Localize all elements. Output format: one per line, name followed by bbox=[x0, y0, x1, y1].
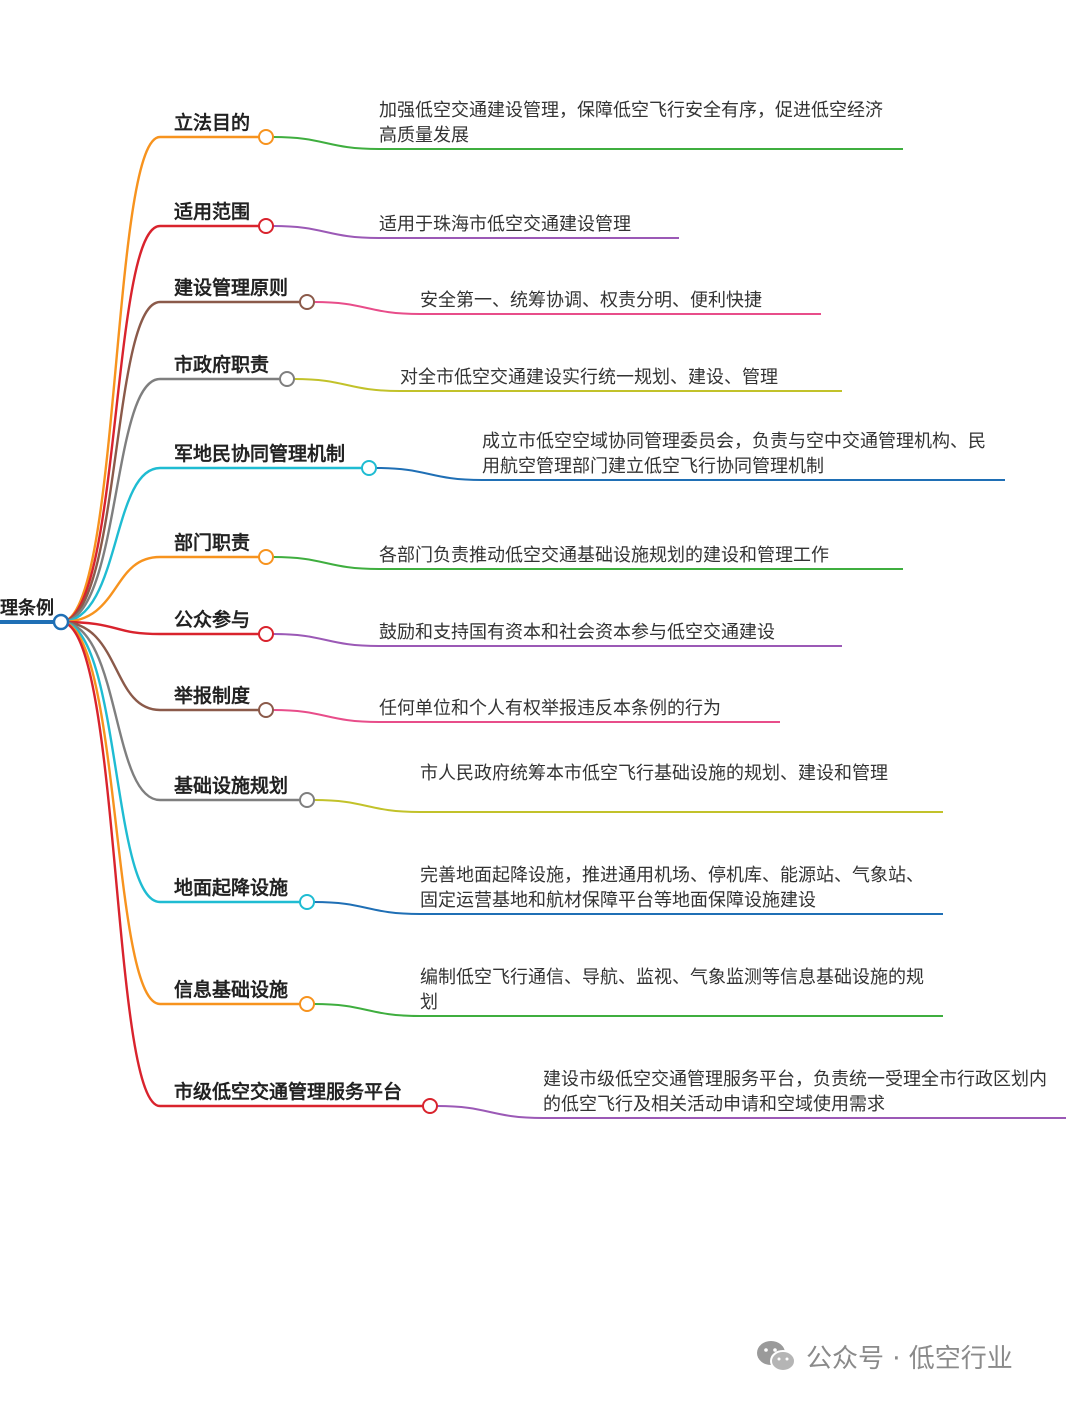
branch-node[interactable] bbox=[361, 460, 377, 476]
branch-connector bbox=[60, 377, 281, 624]
branch-node[interactable] bbox=[258, 218, 274, 234]
leaf-connector bbox=[272, 225, 679, 239]
watermark-text: 公众号 · 低空行业 bbox=[806, 1344, 1013, 1374]
branch-node[interactable] bbox=[258, 129, 274, 145]
branch-connector bbox=[60, 620, 260, 636]
branch-connector bbox=[60, 300, 301, 624]
branch-connector bbox=[60, 620, 260, 712]
branch-node[interactable] bbox=[299, 894, 315, 910]
leaf-connector bbox=[436, 1105, 1066, 1119]
branch-label[interactable]: 立法目的 bbox=[174, 112, 251, 134]
leaf-text: 市人民政府统筹本市低空飞行基础设施的规划、建设和管理 bbox=[420, 763, 888, 784]
branch-label[interactable]: 建设管理原则 bbox=[174, 277, 289, 299]
branch-connector bbox=[60, 135, 260, 624]
branch-connector bbox=[60, 620, 301, 904]
branch-node[interactable] bbox=[299, 792, 315, 808]
leaf-connector bbox=[272, 556, 903, 570]
branch-connector bbox=[60, 224, 260, 624]
branch-connector bbox=[60, 620, 424, 1108]
wechat-icon bbox=[757, 1340, 796, 1372]
branch-node[interactable] bbox=[258, 626, 274, 642]
leaf-connector bbox=[272, 709, 780, 723]
leaf-connector bbox=[272, 136, 903, 150]
leaf-text: 任何单位和个人有权举报违反本条例的行为 bbox=[379, 698, 721, 719]
branch-label[interactable]: 市政府职责 bbox=[174, 354, 270, 376]
branch-connector bbox=[60, 620, 301, 802]
branch-label[interactable]: 地面起降设施 bbox=[174, 877, 289, 899]
branch-label[interactable]: 公众参与 bbox=[174, 609, 251, 631]
root-node[interactable] bbox=[52, 613, 70, 631]
leaf-connector bbox=[313, 799, 943, 813]
root-node-label: 理条例 bbox=[0, 598, 54, 619]
leaf-text: 建设市级低空交通管理服务平台，负责统一受理全市行政区划内的低空飞行及相关活动申请… bbox=[543, 1069, 1047, 1115]
leaf-connector bbox=[313, 901, 943, 915]
leaf-connector bbox=[375, 467, 1005, 481]
leaf-text: 各部门负责推动低空交通基础设施规划的建设和管理工作 bbox=[379, 545, 829, 566]
leaf-text: 适用于珠海市低空交通建设管理 bbox=[379, 214, 631, 235]
branch-label[interactable]: 部门职责 bbox=[174, 532, 251, 554]
watermark: 公众号 · 低空行业 bbox=[756, 1338, 1013, 1375]
branch-node[interactable] bbox=[299, 294, 315, 310]
branch-node[interactable] bbox=[258, 549, 274, 565]
branch-connector bbox=[60, 466, 363, 624]
branch-label[interactable]: 市级低空交通管理服务平台 bbox=[174, 1081, 403, 1103]
branch-label[interactable]: 适用范围 bbox=[174, 201, 251, 223]
branch-node[interactable] bbox=[258, 702, 274, 718]
branch-connector bbox=[60, 620, 301, 1006]
leaf-text: 鼓励和支持国有资本和社会资本参与低空交通建设 bbox=[379, 622, 775, 643]
branch-label[interactable]: 信息基础设施 bbox=[174, 979, 289, 1001]
leaf-connector bbox=[313, 301, 821, 315]
leaf-connector bbox=[313, 1003, 943, 1017]
branch-connector bbox=[60, 555, 260, 624]
branch-label[interactable]: 基础设施规划 bbox=[174, 775, 289, 797]
leaf-text: 编制低空飞行通信、导航、监视、气象监测等信息基础设施的规划 bbox=[420, 967, 924, 1013]
branch-node[interactable] bbox=[279, 371, 295, 387]
branch-node[interactable] bbox=[422, 1098, 438, 1114]
branch-label[interactable]: 军地民协同管理机制 bbox=[174, 443, 346, 465]
leaf-text: 完善地面起降设施，推进通用机场、停机库、能源站、气象站、固定运营基地和航材保障平… bbox=[420, 865, 924, 911]
leaf-connector bbox=[272, 633, 842, 647]
branch-node[interactable] bbox=[299, 996, 315, 1012]
leaf-text: 对全市低空交通建设实行统一规划、建设、管理 bbox=[400, 367, 778, 388]
leaf-text: 成立市低空空域协同管理委员会，负责与空中交通管理机构、民用航空管理部门建立低空飞… bbox=[482, 431, 986, 477]
leaf-connector bbox=[293, 378, 842, 392]
branch-label[interactable]: 举报制度 bbox=[174, 685, 251, 707]
leaf-text: 加强低空交通建设管理，保障低空飞行安全有序，促进低空经济高质量发展 bbox=[379, 100, 883, 146]
leaf-text: 安全第一、统筹协调、权责分明、便利快捷 bbox=[420, 290, 762, 311]
